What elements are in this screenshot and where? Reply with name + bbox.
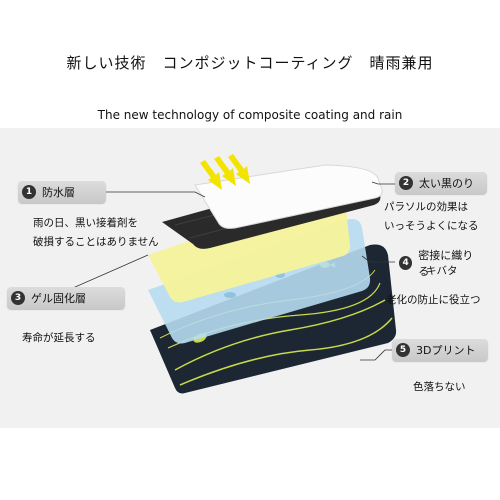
desc-line: 破損することはありません (33, 236, 159, 248)
feature-label: 防水層 (42, 186, 75, 199)
feature-1-badge: 1 防水層 (18, 181, 106, 203)
feature-4-description: キバタ 老化の防止に役立つ (386, 262, 481, 310)
desc-line: いっそうよくになる (384, 220, 479, 232)
waterproof-layer (194, 164, 383, 229)
desc-line: 雨の日、黒い接着剤を (33, 217, 138, 229)
desc-line: パラソルの効果は (384, 201, 468, 213)
page-title-en: The new technology of composite coating … (97, 108, 403, 122)
feature-label: 太い黒のり (419, 177, 474, 190)
feature-label: 3Dプリント (416, 344, 476, 357)
feature-4-badge: 4 密接に織りる (395, 249, 487, 278)
badge-number: 1 (22, 185, 36, 199)
feature-3-badge: 3 ゲル固化層 (7, 287, 125, 309)
badge-number: 4 (399, 256, 413, 270)
feature-1-description: 雨の日、黒い接着剤を 破損することはありません (33, 214, 159, 252)
badge-number: 2 (399, 176, 413, 190)
desc-line: 色落ちない (413, 381, 466, 393)
desc-line: 寿命が延長する (22, 332, 96, 344)
feature-2-badge: 2 太い黒のり (395, 172, 487, 194)
feature-5-badge: 5 3Dプリント (392, 339, 488, 361)
page-title-jp: 新しい技術 コンポジットコーティング 晴雨兼用 (66, 54, 434, 72)
sun-arrows-icon (200, 154, 250, 190)
feature-3-description: 寿命が延長する (22, 329, 96, 348)
desc-line: キバタ (426, 265, 458, 277)
feature-5-description: 色落ちない (413, 378, 466, 397)
desc-line: 老化の防止に役立つ (386, 294, 481, 306)
feature-2-description: パラソルの効果は いっそうよくになる (384, 198, 479, 236)
badge-number: 5 (396, 343, 410, 357)
badge-number: 3 (11, 291, 25, 305)
feature-label: ゲル固化層 (31, 292, 86, 305)
feature-label: 密接に織りる (418, 249, 474, 278)
